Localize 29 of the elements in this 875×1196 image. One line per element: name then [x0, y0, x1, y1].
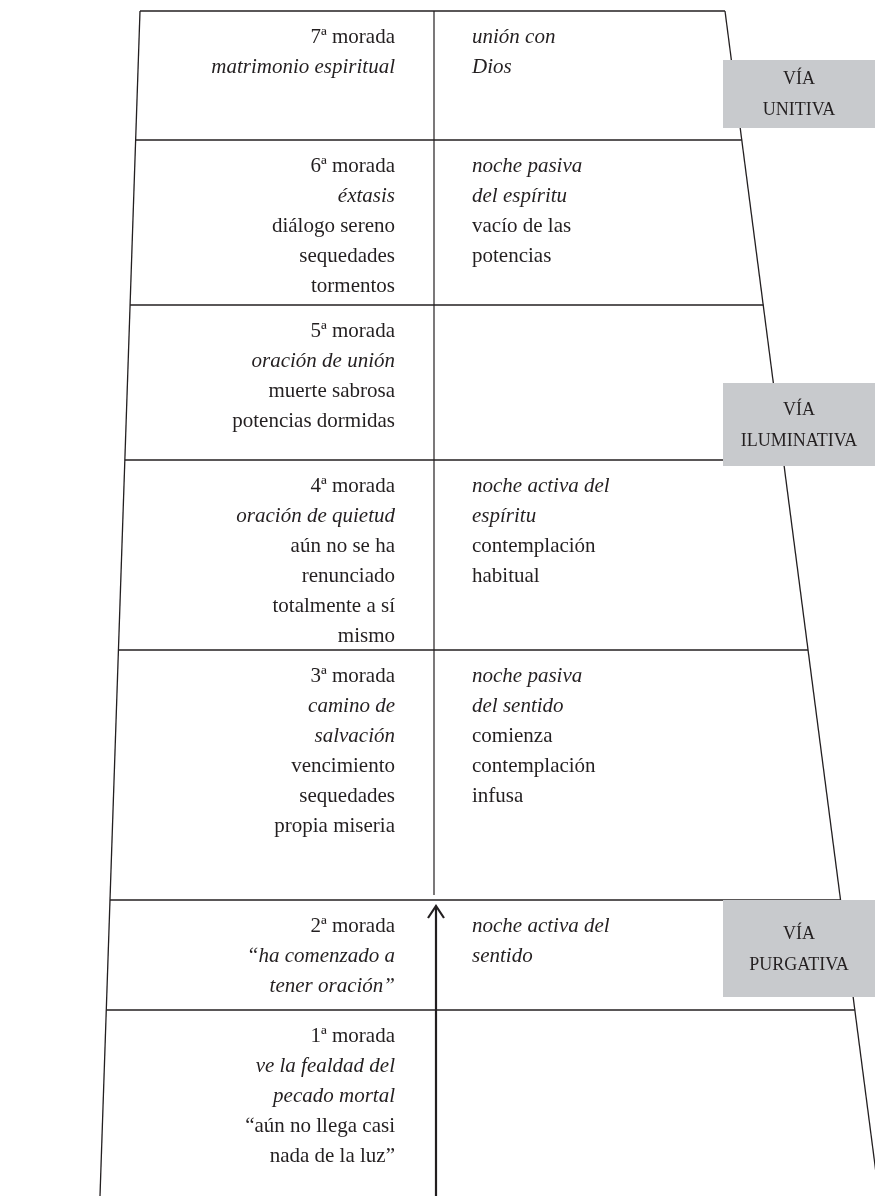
description-text: muerte sabrosa potencias dormidas	[231, 377, 395, 434]
description-text: aún no se ha renunciado totalmente a sí mismo	[271, 532, 395, 649]
dwelling-title: 7ª morada	[309, 23, 395, 50]
description-text: oración de unión	[250, 347, 395, 374]
description-text: “aún no llega casi nada de la luz”	[244, 1112, 395, 1169]
dwelling-title: 6ª morada	[309, 152, 395, 179]
description-text: éxtasis	[336, 182, 395, 209]
dwelling-title: 5ª morada	[309, 317, 395, 344]
description-text: “ha comenzado a tener oración”	[245, 942, 395, 999]
description-text: contemplación habitual	[472, 532, 597, 589]
description-text: unión con Dios	[472, 23, 557, 80]
description-text: comienza contemplación infusa	[472, 722, 597, 809]
description-text: oración de quietud	[235, 502, 395, 529]
dwelling-title: 4ª morada	[309, 472, 395, 499]
description-text: diálogo sereno sequedades tormentos	[270, 212, 395, 299]
description-text: vacío de las potencias	[472, 212, 573, 269]
stage-label-box	[723, 900, 875, 997]
dwelling-title: 3ª morada	[309, 662, 395, 689]
stage-label-box	[723, 383, 875, 466]
stage-label: VÍA ILUMINATIVA	[740, 397, 858, 452]
description-text: ve la fealdad del pecado mortal	[254, 1052, 395, 1109]
dwelling-title: 2ª morada	[309, 912, 395, 939]
description-text: matrimonio espiritual	[210, 53, 395, 80]
stage-label: VÍA UNITIVA	[762, 66, 836, 121]
stage-label: VÍA PURGATIVA	[749, 921, 849, 976]
stage-label-box	[723, 60, 875, 128]
description-text: noche activa del sentido	[472, 912, 611, 969]
description-text: vencimiento sequedades propia miseria	[273, 752, 395, 839]
dwelling-title: 1ª morada	[309, 1022, 395, 1049]
